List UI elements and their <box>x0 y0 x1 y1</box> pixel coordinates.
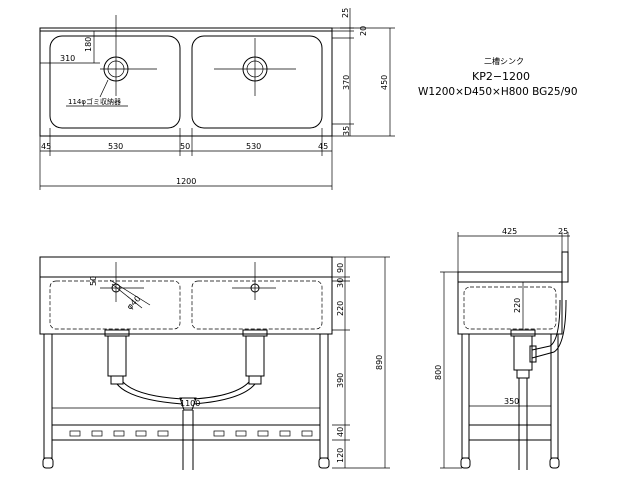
side-top <box>457 271 563 283</box>
dim-50-front: 50 <box>89 276 98 286</box>
dim-45-right: 45 <box>318 142 328 151</box>
dim-450: 450 <box>380 75 389 90</box>
leg-right <box>319 333 329 459</box>
dim-45-left: 45 <box>41 142 51 151</box>
dim-1200: 1200 <box>176 177 196 186</box>
dim-890: 890 <box>375 355 384 370</box>
top-view: 310 180 114φゴミ収納器 25 20 370 450 35 45 53… <box>39 8 395 190</box>
top-bowl-left <box>49 35 181 129</box>
dim-350: 350 <box>504 397 519 406</box>
drain-right <box>214 38 296 96</box>
dim-35: 35 <box>342 126 351 136</box>
drain-pipes <box>104 329 268 470</box>
dim-120: 120 <box>336 448 345 463</box>
dim-390: 390 <box>336 373 345 388</box>
side-view: 425 25 220 350 800 <box>434 227 570 470</box>
top-bowl-right <box>191 35 323 129</box>
top-outline <box>39 27 333 137</box>
dim-1100: 1100 <box>180 399 200 408</box>
model-number: KP2−1200 <box>472 70 530 83</box>
dim-25-side: 25 <box>558 227 568 236</box>
undershelf <box>51 424 321 441</box>
dim-180: 180 <box>84 37 93 52</box>
size-spec: W1200×D450×H800 BG25/90 <box>418 86 578 98</box>
dim-220-front: 220 <box>336 301 345 316</box>
side-backsplash <box>561 251 569 283</box>
leg-left <box>43 333 53 459</box>
dim-30: 30 <box>336 278 345 288</box>
dim-220-side: 220 <box>513 298 522 313</box>
front-bowl-left <box>49 280 181 330</box>
front-body <box>39 276 333 335</box>
front-top <box>39 256 333 278</box>
dim-530-right: 530 <box>246 142 261 151</box>
dim-310: 310 <box>60 54 75 63</box>
title-block: 二槽シンク KP2−1200 W1200×D450×H800 BG25/90 <box>418 56 578 98</box>
dim-530-left: 530 <box>108 142 123 151</box>
dim-25: 25 <box>341 8 350 18</box>
side-body <box>457 281 563 335</box>
dim-425: 425 <box>502 227 517 236</box>
dim-370: 370 <box>342 75 351 90</box>
shelf-slots <box>69 430 313 437</box>
drain-left <box>100 15 157 96</box>
dim-90: 90 <box>336 263 345 273</box>
dim-800: 800 <box>434 365 443 380</box>
front-view: 50 φ40 <box>39 256 390 470</box>
dim-20: 20 <box>359 26 368 36</box>
front-bowl-right <box>191 280 323 330</box>
dim-50: 50 <box>180 142 190 151</box>
dim-40: 40 <box>336 427 345 437</box>
side-leg-front <box>461 333 470 459</box>
callout-waste-basket: 114φゴミ収納器 <box>68 97 121 106</box>
product-name: 二槽シンク <box>484 56 524 66</box>
